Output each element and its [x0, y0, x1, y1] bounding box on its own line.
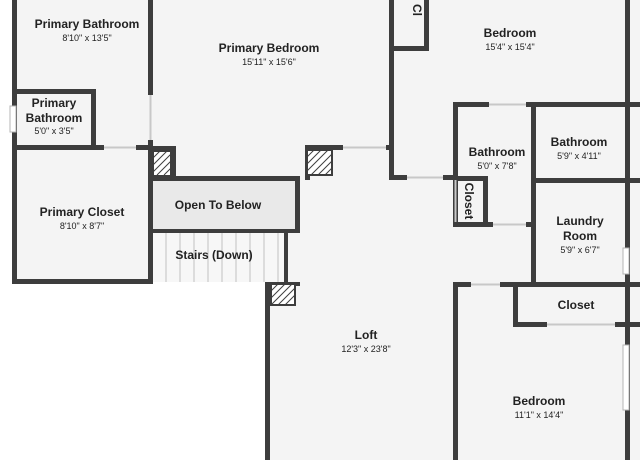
laundry-room-label-line1: Laundry — [556, 214, 604, 228]
column-hatch-loft — [270, 283, 296, 306]
bedroom-bottom-dims: 11'1" x 14'4" — [515, 410, 564, 420]
windows — [9, 105, 630, 411]
doorways — [104, 95, 615, 326]
column-hatch-left — [152, 150, 172, 177]
column-hatch-right — [306, 149, 333, 176]
loft-dims: 12'3" x 23'8" — [341, 344, 390, 354]
bathroom-center-label: Bathroom — [469, 145, 526, 159]
primary-closet-label: Primary Closet — [40, 205, 125, 219]
primary-closet-dims: 8'10" x 8'7" — [60, 221, 104, 231]
laundry-room-dims: 5'9" x 6'7" — [560, 245, 599, 255]
open-to-below-label: Open To Below — [175, 198, 262, 212]
primary-bathroom-label: Primary Bathroom — [35, 17, 140, 31]
primary-bathroom-small-label-line1: Primary — [32, 96, 77, 110]
walls — [12, 0, 640, 460]
primary-bathroom-small-label-line2: Bathroom — [26, 111, 83, 125]
closet-right-label: Closet — [558, 298, 595, 312]
floor-areas — [12, 0, 640, 460]
open-to-below-area — [152, 181, 296, 229]
primary-bathroom-small-dims: 5'0" x 3'5" — [34, 126, 73, 136]
bathroom-right-label: Bathroom — [551, 135, 608, 149]
bedroom-top-label: Bedroom — [484, 26, 537, 40]
bedroom-top-dims: 15'4" x 15'4" — [485, 42, 534, 52]
room-labels: Primary Bathroom 8'10" x 13'5" Primary B… — [26, 4, 608, 420]
closet-top-label: Cl — [410, 4, 424, 16]
bathroom-center-dims: 5'0" x 7'8" — [477, 161, 516, 171]
primary-bathroom-dims: 8'10" x 13'5" — [62, 33, 111, 43]
bedroom-bottom-label: Bedroom — [513, 394, 566, 408]
primary-bedroom-dims: 15'11" x 15'6" — [242, 57, 296, 67]
closet-vertical-label: Closet — [462, 183, 476, 220]
primary-bedroom-label: Primary Bedroom — [219, 41, 320, 55]
stairs-graphic — [152, 229, 286, 282]
stairs-label: Stairs (Down) — [175, 248, 252, 262]
loft-label: Loft — [355, 328, 378, 342]
laundry-room-label-line2: Room — [563, 229, 597, 243]
bathroom-right-dims: 5'9" x 4'11" — [557, 151, 601, 161]
